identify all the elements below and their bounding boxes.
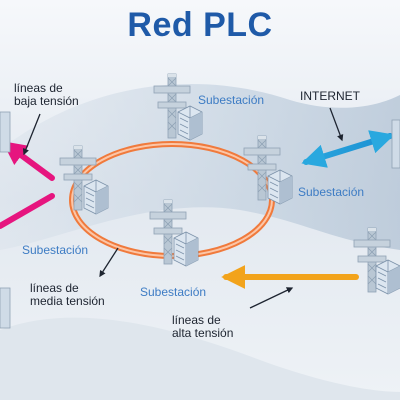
- building-icon: [391, 119, 400, 169]
- building-icon: [173, 231, 199, 267]
- low-voltage-arrow: [2, 141, 55, 181]
- substation-label-right: Subestación: [298, 185, 365, 199]
- low-voltage-line: [0, 193, 55, 229]
- building-icon: [267, 169, 293, 205]
- pointer-internet: [329, 107, 344, 142]
- substation-label-left: Subestación: [22, 243, 89, 257]
- medium-voltage-label-line1: líneas de: [30, 281, 79, 295]
- background-ground: [0, 317, 400, 400]
- pointer-medium-voltage: [99, 247, 119, 278]
- pointer-high-voltage: [249, 287, 294, 309]
- building-icon: [0, 287, 11, 329]
- low-voltage-label-line1: líneas de: [14, 81, 63, 95]
- medium-voltage-label: líneas de media tensión: [30, 282, 105, 308]
- high-voltage-label-line1: líneas de: [172, 313, 221, 327]
- high-voltage-label: líneas de alta tensión: [172, 314, 233, 340]
- building-icon: [83, 179, 109, 215]
- building-icon: [177, 105, 203, 141]
- low-voltage-label: líneas de baja tensión: [14, 82, 79, 108]
- high-voltage-label-line2: alta tensión: [172, 326, 234, 340]
- substation-label-top: Subestación: [198, 93, 265, 107]
- internet-label: INTERNET: [300, 89, 360, 103]
- low-voltage-label-line2: baja tensión: [14, 94, 79, 108]
- medium-voltage-label-line2: media tensión: [30, 294, 105, 308]
- building-icon: [375, 259, 400, 295]
- diagram-title: Red PLC: [127, 6, 273, 44]
- substation-label-bottom: Subestación: [140, 285, 207, 299]
- pointer-low-voltage: [22, 113, 41, 156]
- internet-link-arrow: [301, 130, 395, 168]
- building-icon: [0, 111, 11, 153]
